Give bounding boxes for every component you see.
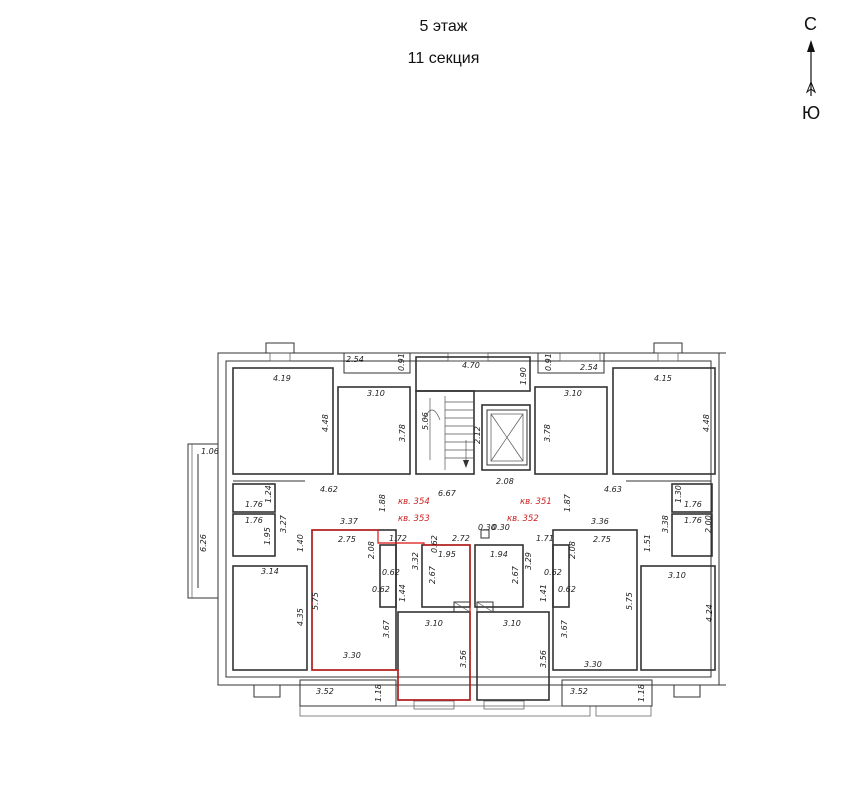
dimension: 5.06 xyxy=(421,412,430,430)
dimension: 3.67 xyxy=(382,619,391,638)
dimension: 4.35 xyxy=(296,608,305,626)
dimension: 0.91 xyxy=(544,353,553,371)
dimension: 2.08 xyxy=(496,477,514,486)
compass-north-label: С xyxy=(804,14,817,34)
dimension: 2.67 xyxy=(511,565,520,584)
dimension: 3.10 xyxy=(425,619,443,628)
dimension-labels: 2.54 0.91 4.70 0.91 2.54 4.19 3.10 1.90 … xyxy=(199,353,714,702)
rooms-top xyxy=(232,356,716,475)
dimension: 3.14 xyxy=(261,567,279,576)
compass-arrow-icon xyxy=(805,40,817,96)
dimension: 1.24 xyxy=(264,485,273,503)
dimension: 3.78 xyxy=(398,424,407,442)
dimension: 4.48 xyxy=(321,414,330,432)
dimension: 4.48 xyxy=(702,414,711,432)
dimension: 2.67 xyxy=(428,565,437,584)
dimension: 3.27 xyxy=(279,514,288,533)
dimension: 0.30 xyxy=(492,523,510,532)
dimension: 0.62 xyxy=(558,585,576,594)
apartment-label: кв. 354 xyxy=(398,497,430,507)
dimension: 1.41 xyxy=(539,584,548,602)
dimension: 1.30 xyxy=(674,485,683,503)
building-outline xyxy=(187,342,726,717)
dimension: 3.37 xyxy=(340,517,359,526)
rooms-bottom xyxy=(232,529,716,701)
dimension: 1.72 xyxy=(389,534,407,543)
dimension: 3.67 xyxy=(560,619,569,638)
dimension: 5.75 xyxy=(311,592,320,610)
dimension: 1.87 xyxy=(563,493,572,512)
dimension: 2.75 xyxy=(338,535,356,544)
compass-south-label: Ю xyxy=(802,103,821,123)
dimension: 2.08 xyxy=(367,541,376,559)
dimension: 1.90 xyxy=(519,367,528,385)
dimension: 4.62 xyxy=(320,485,338,494)
dimension: 1.76 xyxy=(684,516,702,525)
apartment-label: кв. 353 xyxy=(398,514,430,524)
corridor xyxy=(232,480,713,557)
balconies xyxy=(299,352,653,707)
dimension: 1.40 xyxy=(296,534,305,552)
dimension: 6.67 xyxy=(438,489,457,498)
elevator-shaft xyxy=(486,409,528,466)
dimension: 2.75 xyxy=(593,535,611,544)
dimension: 3.78 xyxy=(543,424,552,442)
apartment-label: кв. 351 xyxy=(520,497,552,507)
dimension: 3.52 xyxy=(316,687,334,696)
dimension: 4.19 xyxy=(273,374,291,383)
dimension: 1.06 xyxy=(201,447,219,456)
section-title: 11 секция xyxy=(407,50,480,67)
dimension: 0.62 xyxy=(430,535,439,553)
dimension: 1.95 xyxy=(438,550,456,559)
dimension: 1.76 xyxy=(245,500,263,509)
dimension: 3.52 xyxy=(570,687,588,696)
dimension: 3.29 xyxy=(524,552,533,570)
dimension: 1.88 xyxy=(378,494,387,512)
dimension: 3.36 xyxy=(591,517,609,526)
dimension: 3.30 xyxy=(584,660,602,669)
dimension: 2.08 xyxy=(568,541,577,559)
apartment-labels: кв. 354 кв. 353 кв. 351 кв. 352 xyxy=(398,497,552,524)
dimension: 2.00 xyxy=(704,515,713,533)
floor-title: 5 этаж xyxy=(419,18,468,35)
dimension: 2.54 xyxy=(346,355,364,364)
dimension: 3.10 xyxy=(564,389,582,398)
dimension: 1.44 xyxy=(398,584,407,602)
dimension: 3.10 xyxy=(668,571,686,580)
dimension: 1.76 xyxy=(684,500,702,509)
dimension: 4.24 xyxy=(705,604,714,622)
dimension: 1.71 xyxy=(536,534,554,543)
dimension: 3.56 xyxy=(459,650,468,668)
dimension: 6.26 xyxy=(199,534,208,552)
dimension: 2.54 xyxy=(580,363,598,372)
dimension: 5.75 xyxy=(625,592,634,610)
dimension: 1.18 xyxy=(374,684,383,702)
dimension: 2.72 xyxy=(452,534,470,543)
dimension: 4.63 xyxy=(604,485,622,494)
dimension: 3.10 xyxy=(503,619,521,628)
highlighted-apartment-outline xyxy=(311,529,471,701)
dimension: 1.94 xyxy=(490,550,508,559)
dimension: 0.62 xyxy=(382,568,400,577)
apartment-label: кв. 352 xyxy=(507,514,539,524)
dimension: 4.70 xyxy=(462,361,480,370)
dimension: 1.76 xyxy=(245,516,263,525)
dimension: 3.38 xyxy=(661,515,670,533)
dimension: 3.32 xyxy=(411,552,420,570)
dimension: 3.56 xyxy=(539,650,548,668)
dimension: 0.62 xyxy=(372,585,390,594)
dimension: 1.95 xyxy=(263,527,272,545)
dimension: 1.18 xyxy=(637,684,646,702)
dimension: 4.15 xyxy=(654,374,672,383)
dimension: 0.62 xyxy=(544,568,562,577)
dimension: 0.30 xyxy=(478,523,496,532)
dimension: 3.30 xyxy=(343,651,361,660)
dimension: 1.51 xyxy=(643,534,652,552)
staircase xyxy=(423,396,474,470)
dimension: 0.91 xyxy=(397,353,406,371)
dimension: 2.12 xyxy=(473,426,482,444)
dimension: 3.10 xyxy=(367,389,385,398)
